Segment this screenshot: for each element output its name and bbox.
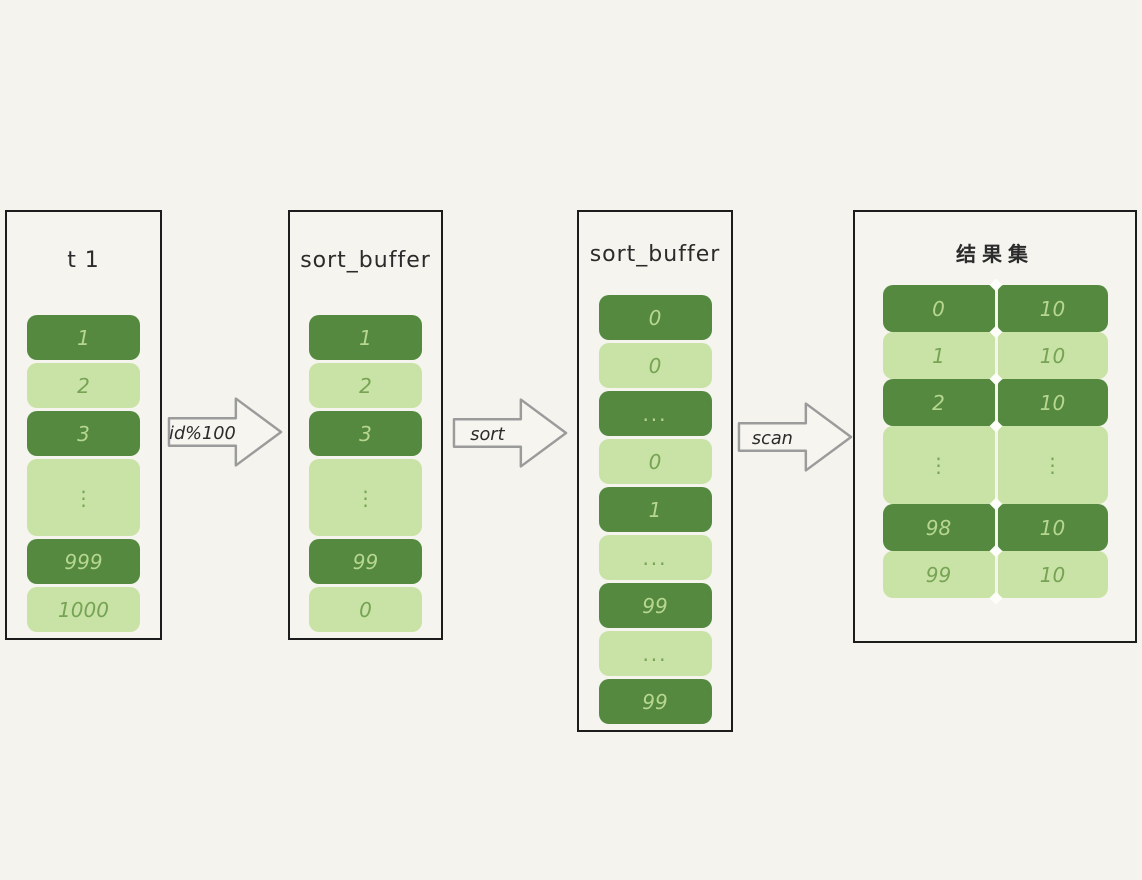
cell: 1 [598,487,712,532]
cell: 99 [309,539,422,584]
result-cell: 99 [882,551,995,598]
cell: 99 [598,679,712,724]
arrow-id-mod-100: id%100 [167,397,283,467]
result-cell: 10 [997,551,1108,598]
result-cell: 0 [882,285,995,332]
result-cell: 10 [997,285,1108,332]
cell: ... [598,535,712,580]
panel-result-set-title: 结果集 [956,242,1034,266]
cell: 0 [598,439,712,484]
cell: ⋮ [27,459,140,536]
arrow-shape [452,398,568,468]
arrow-sort-label: sort [470,425,505,445]
cell: 0 [309,587,422,632]
panel-sort-buffer-unsorted-title: sort_buffer [300,248,431,273]
cell: 2 [27,363,140,408]
result-cell: 10 [997,379,1108,426]
arrow-shape [737,402,853,472]
cell: ... [598,391,712,436]
arrow-id-mod-100-label: id%100 [169,424,236,444]
cell: ... [598,631,712,676]
result-cell: 2 [882,379,995,426]
result-cell: 98 [882,504,995,551]
cell: 0 [598,295,712,340]
cell: 1 [27,315,140,360]
cell: 0 [598,343,712,388]
arrow-scan-label: scan [752,429,793,449]
result-cell: ⋮ [997,426,1108,504]
result-cell: ⋮ [882,426,995,504]
arrow-scan: scan [737,402,853,472]
cell: 1000 [27,587,140,632]
panel-sort-buffer-sorted-title: sort_buffer [589,242,721,267]
result-cell: 10 [997,504,1108,551]
cell: 1 [309,315,422,360]
cell: ⋮ [309,459,422,536]
cell: 99 [598,583,712,628]
result-cell: 1 [882,332,995,379]
cell: 3 [27,411,140,456]
cell: 2 [309,363,422,408]
result-row: ⋮⋮ [882,419,1108,504]
arrow-shape [167,397,283,467]
result-cell: 10 [997,332,1108,379]
panel-t1-title: t 1 [67,248,100,273]
cell: 3 [309,411,422,456]
cell: 999 [27,539,140,584]
arrow-sort: sort [452,398,568,468]
